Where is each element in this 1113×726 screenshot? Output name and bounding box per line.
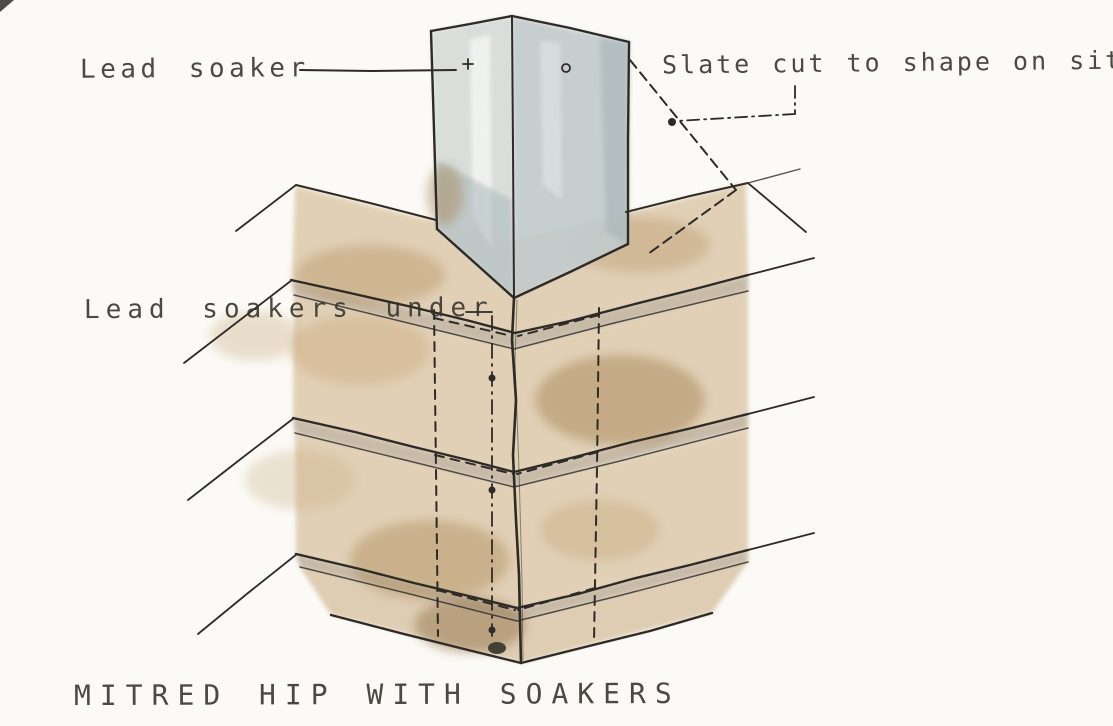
diagram-title: MITRED HIP WITH SOAKERS (73, 676, 681, 713)
soaker-fixing-marks (462, 58, 571, 73)
lead-soaker-washes (427, 16, 629, 298)
soaker-position-dots (488, 374, 506, 654)
leader-lead-soaker (299, 69, 457, 73)
hip-line (510, 296, 524, 665)
lead-soaker-outline (429, 14, 631, 300)
label-slate-cut-to-shape: Slate cut to shape on site (661, 45, 1113, 80)
label-lead-soaker: Lead soaker (79, 53, 310, 85)
label-lead-soakers-under: Lead soakers under (83, 292, 494, 326)
hidden-slate-outline (629, 59, 737, 255)
nail-hole-icon (561, 63, 571, 73)
leader-slate-cut (675, 85, 796, 122)
leader-dot (668, 118, 676, 126)
hidden-soaker-dashes (433, 307, 600, 643)
leader-lead-soakers-under (465, 311, 493, 637)
ink-drip-mark (488, 642, 506, 654)
